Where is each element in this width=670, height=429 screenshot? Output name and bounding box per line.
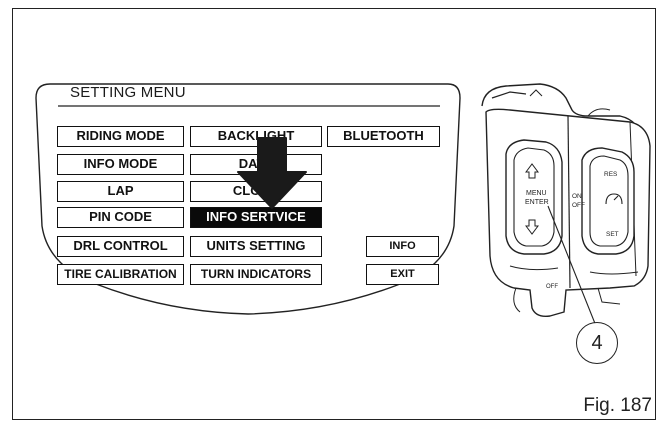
menu-title: SETTING MENU	[70, 84, 186, 101]
up-arrow-icon	[525, 163, 539, 179]
svg-text:OFF: OFF	[546, 284, 558, 290]
exit-button[interactable]: EXIT	[366, 264, 439, 285]
handlebar-switch-illustration: MENU ENTER RES ON OFF SET OFF	[481, 83, 651, 326]
cruise-control-icon	[605, 193, 623, 205]
menu-item-pin-code[interactable]: PIN CODE	[57, 207, 184, 228]
down-arrow-icon	[237, 137, 307, 209]
svg-text:RES: RES	[604, 171, 618, 178]
menu-item-info-mode[interactable]: INFO MODE	[57, 154, 184, 175]
menu-item-drl-control[interactable]: DRL CONTROL	[57, 236, 184, 257]
figure-frame	[12, 8, 656, 420]
svg-text:ON: ON	[572, 193, 582, 200]
menu-item-info-service-selected[interactable]: INFO SERTVICE	[190, 207, 322, 228]
menu-item-tire-calibration[interactable]: TIRE CALIBRATION	[57, 264, 184, 285]
menu-item-units-setting[interactable]: UNITS SETTING	[190, 236, 322, 257]
menu-item-lap[interactable]: LAP	[57, 181, 184, 202]
menu-item-turn-indicators[interactable]: TURN INDICATORS	[190, 264, 322, 285]
svg-text:MENU: MENU	[526, 190, 547, 197]
svg-text:ENTER: ENTER	[525, 199, 549, 206]
menu-item-bluetooth[interactable]: BLUETOOTH	[327, 126, 440, 147]
down-arrow-icon-small	[525, 219, 539, 235]
menu-item-riding-mode[interactable]: RIDING MODE	[57, 126, 184, 147]
callout-number: 4	[576, 322, 618, 364]
info-button[interactable]: INFO	[366, 236, 439, 257]
svg-text:SET: SET	[606, 231, 619, 238]
dashboard-outline	[35, 83, 461, 315]
svg-text:OFF: OFF	[572, 202, 585, 209]
figure-label: Fig. 187	[583, 395, 652, 416]
